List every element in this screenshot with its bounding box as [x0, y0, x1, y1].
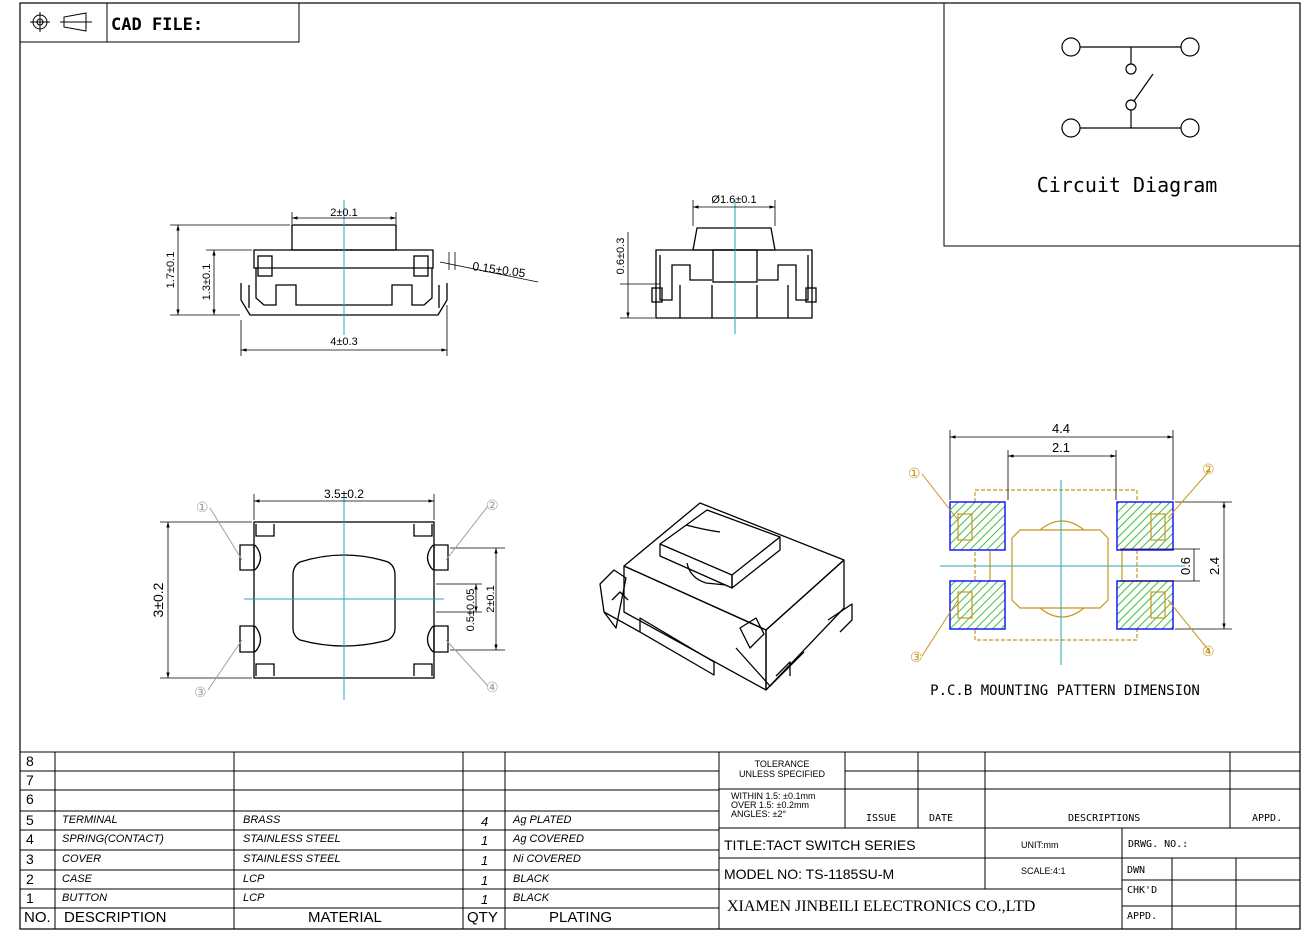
- tolerance-line1: WITHIN 1.5: ±0.1mm: [731, 791, 816, 801]
- pcb-footprint: [921, 430, 1232, 665]
- top-view-pin4: ④: [486, 679, 499, 695]
- bom-cell-description: TERMINAL: [62, 814, 118, 826]
- bom-header-description: DESCRIPTION: [64, 909, 167, 926]
- bom-cell-no: 7: [26, 772, 34, 788]
- cad-file-label: CAD FILE:: [111, 15, 203, 35]
- bom-header-qty: QTY: [467, 909, 498, 926]
- pcb-dim-large: 2.4: [1207, 557, 1222, 575]
- top-view-pin1: ①: [196, 499, 209, 515]
- bom-cell-plating: Ag PLATED: [513, 814, 572, 826]
- bom-cell-description: SPRING(CONTACT): [62, 833, 164, 845]
- bom-cell-qty: 1: [481, 833, 489, 848]
- appd-label: APPD.: [1127, 911, 1158, 922]
- bom-cell-no: 2: [26, 871, 34, 887]
- end-view: [651, 227, 817, 319]
- tolerance-subtitle: UNLESS SPECIFIED: [738, 769, 826, 779]
- dim-top-right-outer: 2±0.1: [485, 585, 497, 612]
- title-block-grid: [719, 751, 1300, 929]
- isometric-view: [599, 502, 853, 691]
- bom-header-no: NO.: [24, 909, 51, 926]
- bom-header-plating: PLATING: [549, 909, 613, 926]
- pcb-pin3: ③: [910, 649, 923, 665]
- bom-cell-description: COVER: [62, 853, 102, 865]
- pcb-pad-3: [949, 580, 1006, 630]
- top-view-pin2: ②: [486, 497, 499, 513]
- dim-side-outer: 1.7±0.1: [165, 252, 177, 289]
- bom-cell-material: LCP: [243, 873, 265, 885]
- bom-cell-qty: 1: [481, 853, 489, 868]
- drawing-title: TITLE:TACT SWITCH SERIES: [724, 837, 916, 853]
- pcb-dim-small: 0.6: [1178, 557, 1193, 575]
- header-box: CAD FILE:: [19, 2, 300, 43]
- pcb-dim-inner: 2.1: [1052, 440, 1070, 455]
- projection-symbol-icon: [30, 12, 92, 32]
- scale-label: SCALE:4:1: [1021, 866, 1066, 876]
- bom-cell-material: BRASS: [243, 814, 281, 826]
- pcb-pad-1: [949, 501, 1006, 551]
- pcb-pin2: ②: [1202, 461, 1215, 477]
- pcb-pad-4: [1116, 580, 1174, 630]
- tolerance-line3: ANGLES: ±2°: [731, 809, 787, 819]
- bom-cell-no: 8: [26, 753, 34, 769]
- dim-side-inner: 1.3±0.1: [201, 264, 213, 301]
- pcb-pin1: ①: [908, 465, 921, 481]
- bom-cell-material: LCP: [243, 892, 265, 904]
- tolerance-title: TOLERANCE: [754, 759, 810, 769]
- top-view-dims: [160, 494, 505, 679]
- bom-cell-qty: 4: [481, 814, 489, 829]
- bom-cell-plating: Ni COVERED: [513, 853, 581, 865]
- bom-cell-no: 4: [26, 831, 34, 847]
- bom-cell-material: STAINLESS STEEL: [243, 833, 341, 845]
- side-view-dims: [170, 212, 539, 356]
- bom-cell-description: CASE: [62, 873, 92, 885]
- dim-side-top: 2±0.1: [330, 207, 357, 219]
- sheet-border: [19, 2, 1301, 930]
- descriptions-header: DESCRIPTIONS: [1068, 813, 1141, 824]
- appd-header: APPD.: [1252, 813, 1283, 824]
- dwn-label: DWN: [1127, 865, 1146, 876]
- dim-top-right-inner: 0.5±0.05: [465, 589, 477, 632]
- bom-cell-qty: 1: [481, 892, 489, 907]
- bom-cell-qty: 1: [481, 873, 489, 888]
- tolerance-line2: OVER 1.5: ±0.2mm: [731, 800, 809, 810]
- dim-top-left: 3±0.2: [150, 582, 166, 617]
- dim-end-left: 0.6±0.3: [615, 238, 627, 275]
- bom-cell-plating: BLACK: [513, 873, 550, 885]
- bom-cell-description: BUTTON: [62, 892, 108, 904]
- model-number: MODEL NO: TS-1185SU-M: [724, 866, 895, 882]
- circuit-diagram: Circuit Diagram: [943, 2, 1301, 247]
- date-header: DATE: [929, 813, 954, 824]
- pcb-caption: P.C.B MOUNTING PATTERN DIMENSION: [930, 683, 1200, 699]
- chkd-label: CHK'D: [1127, 885, 1158, 896]
- pcb-dim-outer: 4.4: [1052, 421, 1070, 436]
- dim-top-top: 3.5±0.2: [324, 487, 364, 501]
- top-view-pin3: ③: [194, 684, 207, 700]
- pcb-pin4: ④: [1202, 643, 1215, 659]
- bom-cell-no: 5: [26, 812, 34, 828]
- bom-cell-plating: Ag COVERED: [513, 833, 584, 845]
- dim-end-top: Ø1.6±0.1: [711, 194, 756, 206]
- bom-cell-material: STAINLESS STEEL: [243, 853, 341, 865]
- bom-cell-plating: BLACK: [513, 892, 550, 904]
- pcb-pad-2: [1116, 501, 1174, 551]
- circuit-caption: Circuit Diagram: [1037, 173, 1218, 197]
- top-view-pin-leaders: [207, 505, 489, 691]
- dim-side-bottom: 4±0.3: [330, 336, 357, 348]
- unit-label: UNIT:mm: [1021, 840, 1059, 850]
- issue-header: ISSUE: [866, 813, 897, 824]
- drwg-no-label: DRWG. NO.:: [1128, 839, 1189, 850]
- bom-cell-no: 3: [26, 851, 34, 867]
- bom-cell-no: 1: [26, 890, 34, 906]
- company-name: XIAMEN JINBEILI ELECTRONICS CO.,LTD: [727, 898, 1036, 915]
- top-view-centerlines: [244, 495, 444, 700]
- end-view-dims: [620, 200, 776, 319]
- bom-header-material: MATERIAL: [308, 909, 382, 926]
- dim-side-thickness: 0.15±0.05: [472, 259, 527, 280]
- bom-table-grid: [20, 751, 720, 929]
- bom-cell-no: 6: [26, 791, 34, 807]
